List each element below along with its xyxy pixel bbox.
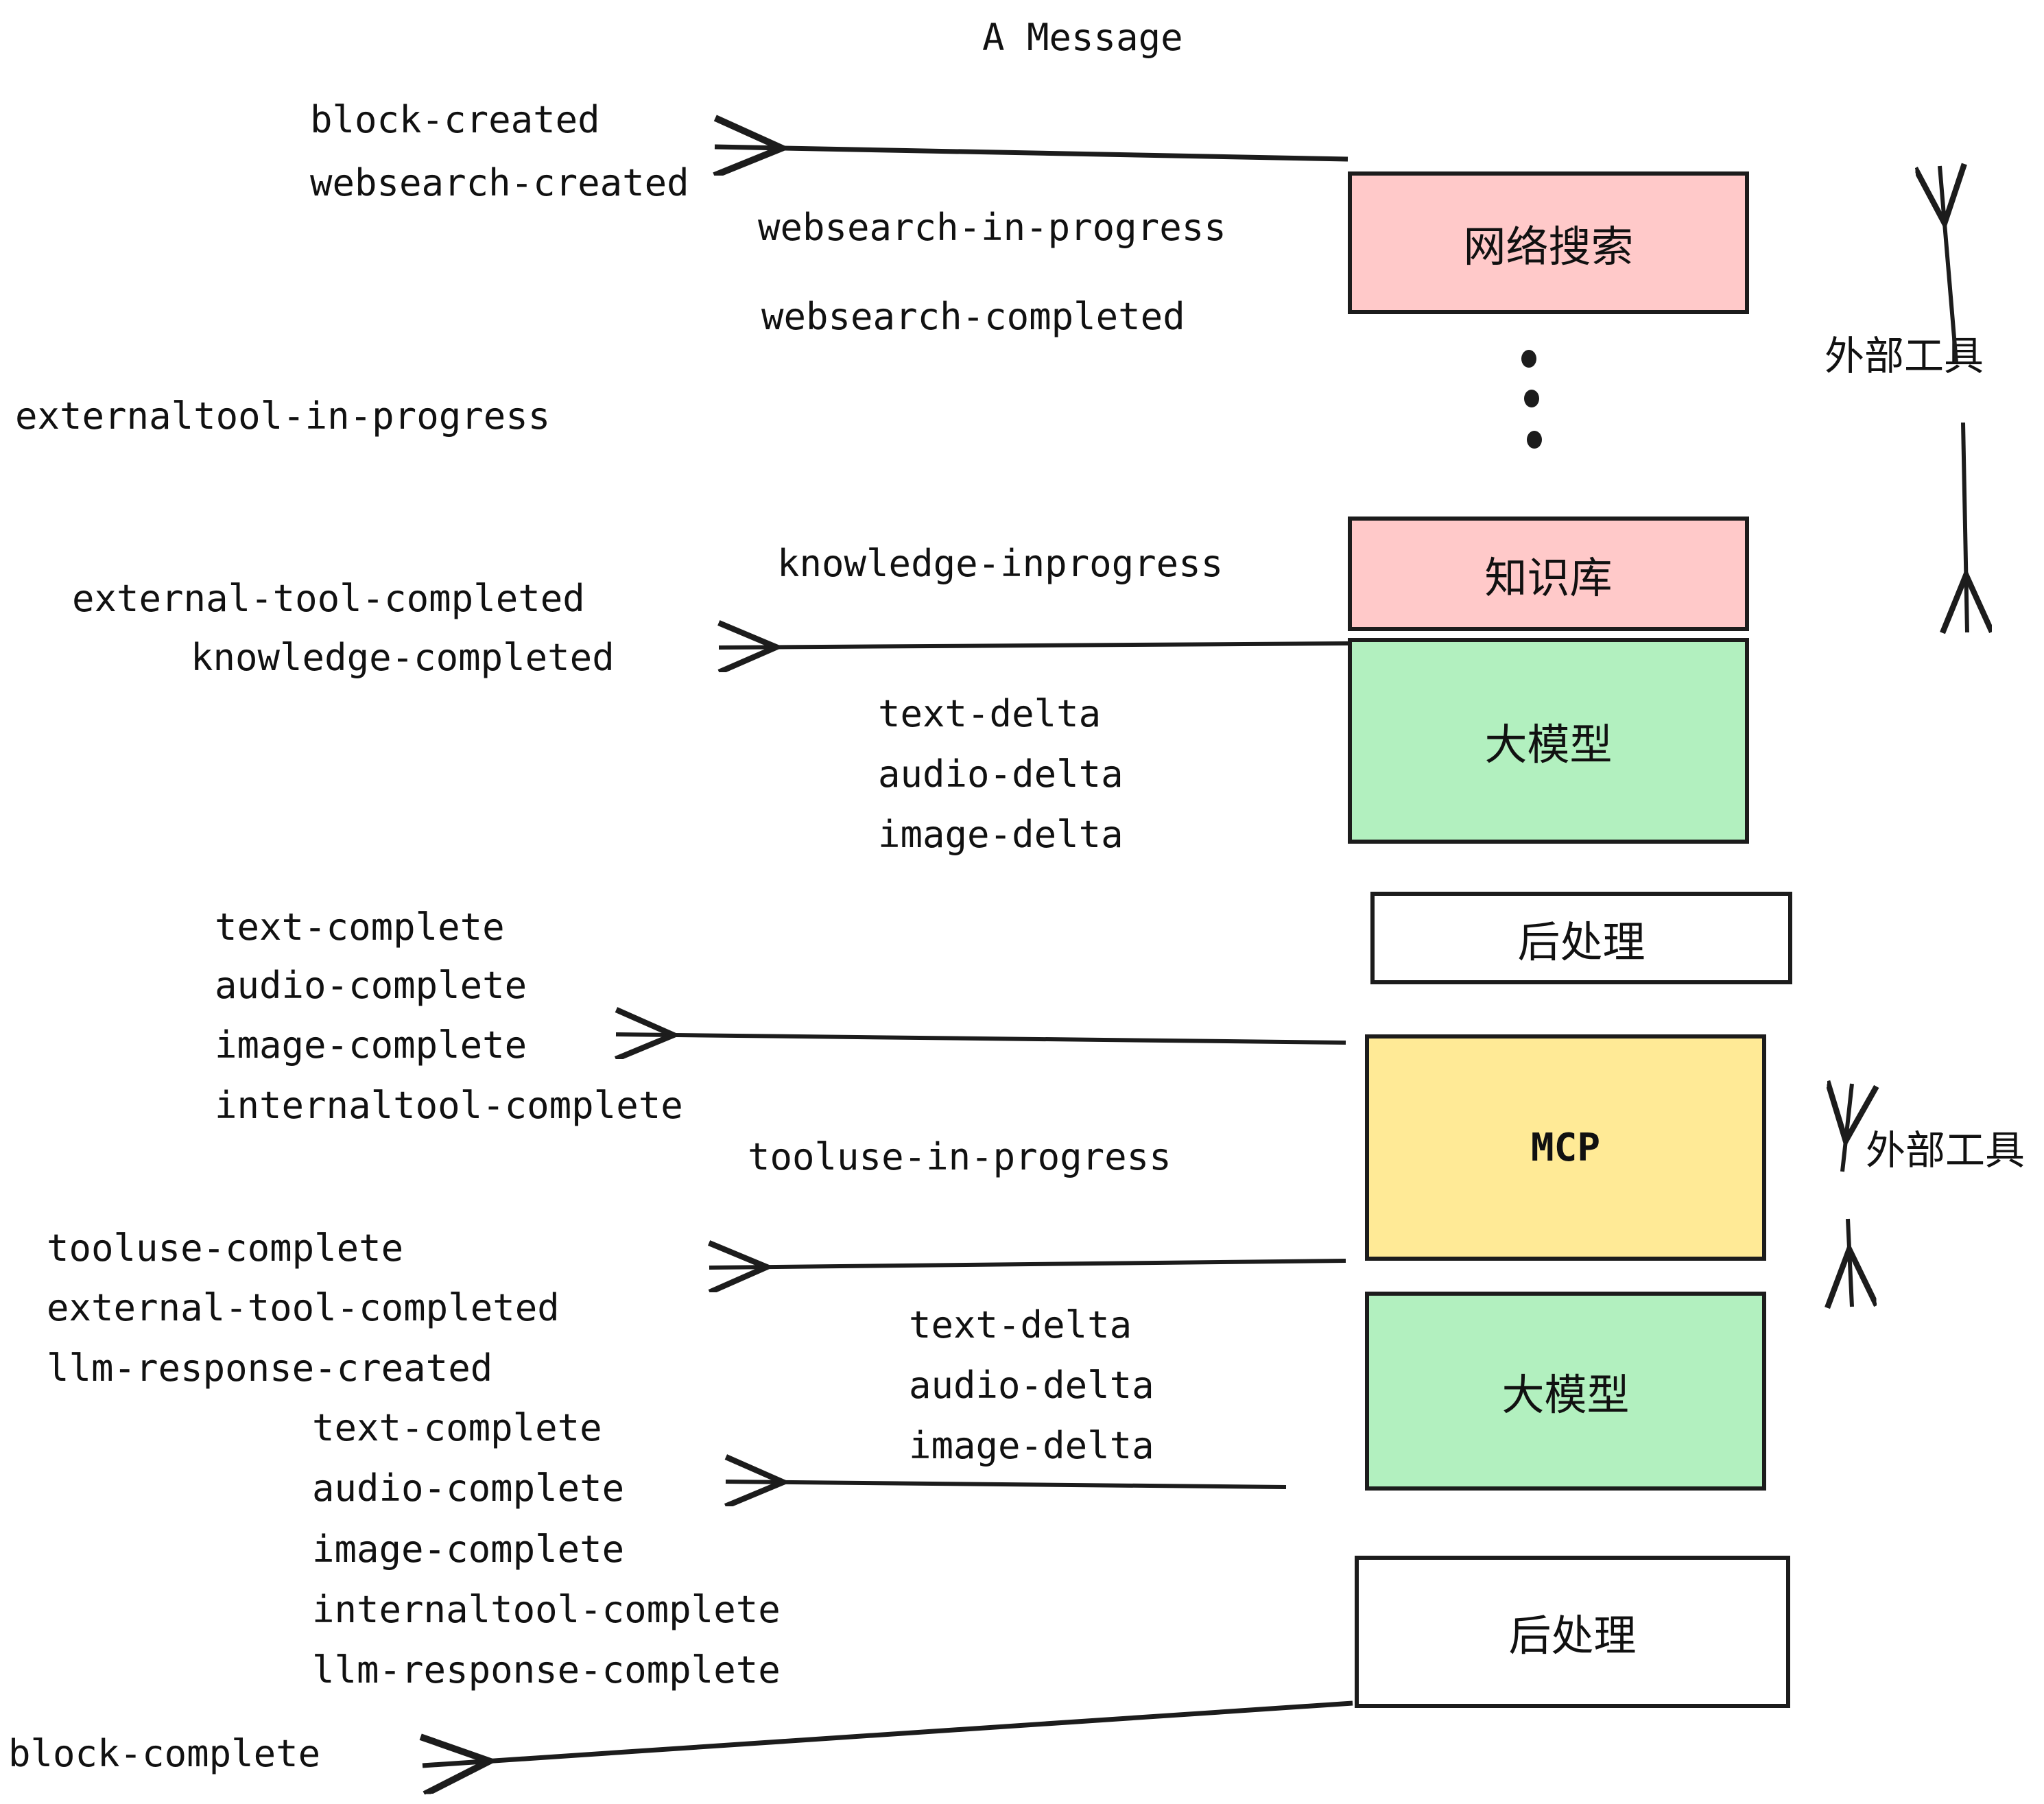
ellipsis-dot-1 xyxy=(1521,350,1536,368)
event-websearch-completed: websearch-completed xyxy=(761,295,1185,338)
event-external-tool-completed-1: external-tool-completed xyxy=(72,577,585,620)
diagram-title: A Message xyxy=(982,16,1183,59)
node-knowledge-label: 知识库 xyxy=(1484,552,1613,603)
arrow-image-complete-1 xyxy=(616,1034,1346,1043)
node-llm-1[interactable]: 大模型 xyxy=(1348,638,1749,844)
event-audio-complete-1: audio-complete xyxy=(215,964,527,1007)
node-postprocess-2[interactable]: 后处理 xyxy=(1355,1556,1790,1708)
node-postprocess-1[interactable]: 后处理 xyxy=(1370,892,1792,984)
annotation-external-tool-2: 外部工具 xyxy=(1866,1127,2025,1174)
event-text-complete-2: text-complete xyxy=(312,1406,602,1449)
node-mcp-label: MCP xyxy=(1530,1125,1601,1170)
node-postprocess-1-label: 后处理 xyxy=(1517,916,1645,967)
event-block-complete: block-complete xyxy=(8,1732,321,1775)
event-llm-response-complete: llm-response-complete xyxy=(312,1648,781,1692)
event-text-delta-1: text-delta xyxy=(878,692,1102,735)
node-websearch[interactable]: 网络搜索 xyxy=(1348,171,1749,314)
event-websearch-created: websearch-created xyxy=(310,161,689,204)
event-audio-complete-2: audio-complete xyxy=(312,1467,625,1510)
event-tooluse-in-progress: tooluse-in-progress xyxy=(748,1135,1172,1178)
node-mcp[interactable]: MCP xyxy=(1365,1034,1766,1261)
node-websearch-label: 网络搜索 xyxy=(1463,222,1634,272)
event-text-delta-2: text-delta xyxy=(909,1303,1132,1346)
event-external-tool-completed-2: external-tool-completed xyxy=(47,1286,560,1329)
node-knowledge[interactable]: 知识库 xyxy=(1348,517,1749,631)
event-knowledge-inprogress: knowledge-inprogress xyxy=(777,542,1224,585)
event-externaltool-in-progress: externaltool-in-progress xyxy=(15,394,551,438)
event-text-complete-1: text-complete xyxy=(215,905,505,949)
arrow-block-complete xyxy=(423,1700,1353,1766)
event-knowledge-completed: knowledge-completed xyxy=(191,636,615,679)
ellipsis-dot-2 xyxy=(1524,390,1539,407)
event-image-delta-2: image-delta xyxy=(909,1424,1154,1467)
annotation-external-tool-1: 外部工具 xyxy=(1825,333,1984,379)
arrow-audio-complete-2 xyxy=(726,1482,1287,1487)
node-llm-2-label: 大模型 xyxy=(1501,1370,1630,1420)
node-llm-1-label: 大模型 xyxy=(1484,720,1613,770)
node-postprocess-2-label: 后处理 xyxy=(1508,1611,1637,1661)
event-internaltool-complete-2: internaltool-complete xyxy=(312,1588,781,1631)
event-image-delta-1: image-delta xyxy=(878,813,1124,856)
event-audio-delta-2: audio-delta xyxy=(909,1364,1154,1407)
arrow-websearch-created xyxy=(715,147,1348,159)
arrow-knowledge-completed xyxy=(719,643,1348,648)
arrow-tooluse-complete xyxy=(709,1261,1346,1268)
event-image-complete-2: image-complete xyxy=(312,1528,625,1571)
node-llm-2[interactable]: 大模型 xyxy=(1365,1292,1766,1491)
event-internaltool-complete-1: internaltool-complete xyxy=(215,1084,683,1127)
event-block-created: block-created xyxy=(310,98,600,141)
arrow-external-tool-2-down xyxy=(1848,1218,1852,1307)
event-websearch-in-progress: websearch-in-progress xyxy=(758,206,1226,249)
arrow-external-tool-2-up xyxy=(1842,1084,1852,1172)
event-image-complete-1: image-complete xyxy=(215,1023,527,1067)
event-tooluse-complete: tooluse-complete xyxy=(47,1226,404,1270)
arrow-external-tool-1-down xyxy=(1963,422,1967,632)
event-audio-delta-1: audio-delta xyxy=(878,752,1124,796)
ellipsis-dot-3 xyxy=(1527,431,1542,449)
event-llm-response-created: llm-response-created xyxy=(47,1346,493,1390)
